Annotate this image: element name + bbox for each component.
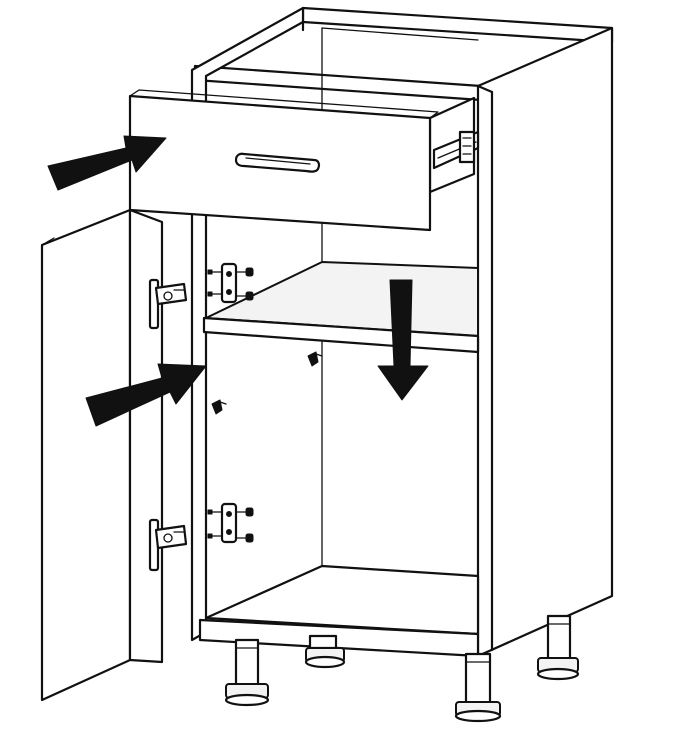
screw-icon: [235, 267, 254, 277]
cabinet-right-panel: [476, 26, 614, 658]
drawer-handle[interactable]: [234, 152, 321, 173]
leg-front-left: [224, 638, 270, 707]
drawer-front[interactable]: [128, 94, 432, 232]
shelf-pin-icon: [211, 399, 227, 415]
drawer[interactable]: [128, 89, 480, 232]
screw-icon: [235, 507, 254, 517]
leg-back-right: [536, 614, 580, 681]
screw-icon: [235, 291, 254, 301]
drawer-runner: [432, 130, 480, 170]
top-hinge-plate: [207, 262, 254, 304]
cabinet-left-panel: [190, 6, 305, 642]
leg-back-left: [304, 634, 346, 669]
cabinet-bottom-panel: [198, 564, 480, 658]
arrow-right-icon: [85, 363, 207, 427]
shelf-pin-icon: [307, 351, 323, 367]
screw-icon: [235, 533, 254, 543]
cabinet-door[interactable]: [40, 208, 164, 702]
arrow-down-icon: [377, 279, 429, 401]
top-door-hinge: [148, 278, 188, 330]
cabinet-shelf: [202, 261, 480, 354]
arrow-right-icon: [47, 135, 167, 191]
bottom-hinge-plate: [207, 502, 254, 544]
leg-front-right: [454, 652, 502, 723]
bottom-door-hinge: [148, 518, 188, 572]
